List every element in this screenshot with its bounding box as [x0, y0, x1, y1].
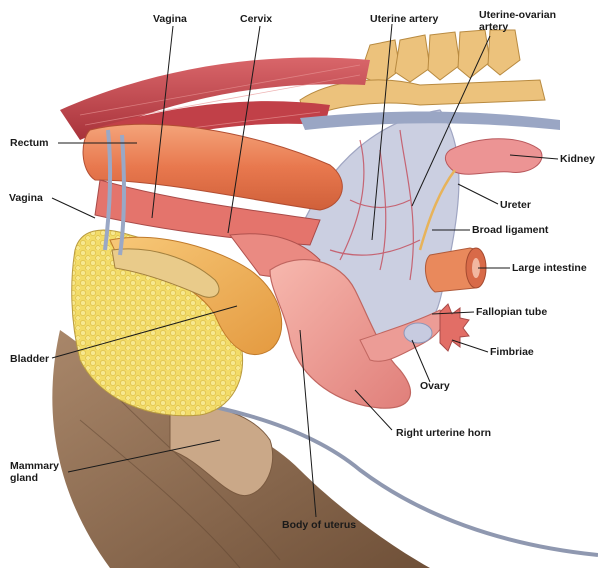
- large-intestine-shape: [425, 248, 486, 292]
- label-rectum: Rectum: [10, 137, 49, 149]
- label-mammary-gland-2: gland: [10, 472, 38, 484]
- label-large-intestine: Large intestine: [512, 262, 587, 274]
- label-vagina-top: Vagina: [153, 13, 187, 25]
- label-cervix: Cervix: [240, 13, 272, 25]
- label-body-of-uterus: Body of uterus: [282, 519, 356, 531]
- label-uterine-artery: Uterine artery: [370, 13, 438, 25]
- label-ovary: Ovary: [420, 380, 450, 392]
- label-fallopian-tube: Fallopian tube: [476, 306, 547, 318]
- label-kidney: Kidney: [560, 153, 595, 165]
- label-fimbriae: Fimbriae: [490, 346, 534, 358]
- label-ureter: Ureter: [500, 199, 531, 211]
- label-right-uterine-horn: Right urterine horn: [396, 427, 491, 439]
- label-vagina-left: Vagina: [9, 192, 43, 204]
- label-uterine-ovarian-artery-1: Uterine-ovarian: [479, 9, 556, 21]
- ovary-shape: [404, 323, 432, 343]
- label-bladder: Bladder: [10, 353, 49, 365]
- label-uterine-ovarian-artery-2: artery: [479, 21, 508, 33]
- label-broad-ligament: Broad ligament: [472, 224, 548, 236]
- label-mammary-gland-1: Mammary: [10, 460, 59, 472]
